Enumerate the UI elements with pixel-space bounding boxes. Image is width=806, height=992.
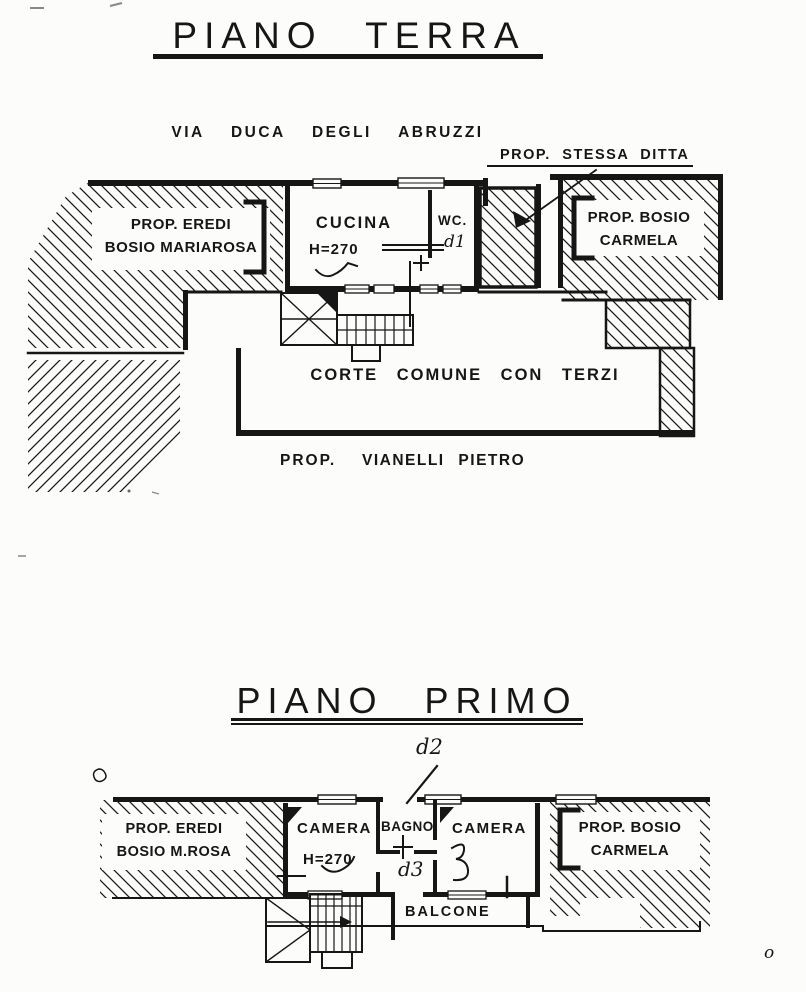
prop-bosio-carmela-label: PROP. BOSIO CARMELA: [587, 209, 691, 249]
hatch-step-1: [604, 298, 692, 350]
staircase-ground: [280, 292, 414, 362]
bagno-label: BAGNO: [381, 819, 434, 834]
window-marks: [312, 177, 445, 189]
cucina-label: CUCINA: [315, 214, 393, 232]
annotation-d2-leader: [405, 764, 439, 805]
hatch-stessa-ditta-block: [478, 186, 538, 289]
pen-squiggle-camera2: [450, 843, 470, 882]
door-window-marks-bottom: [344, 284, 462, 294]
prop-eredi-bosio-label: PROP. EREDI BOSIO MARIAROSA: [104, 216, 258, 256]
camera2-label: CAMERA: [452, 820, 527, 837]
camera1-height-label: H=270: [303, 851, 353, 868]
scan-specks: [18, 2, 160, 557]
title-underline: [153, 54, 543, 59]
prop-stessa-ditta-label: PROP. STESSA DITTA: [500, 147, 690, 163]
street-label: VIA DUCA DEGLI ABRUZZI: [171, 124, 484, 141]
annotation-d1: d1: [444, 232, 466, 252]
door-swing-corner-1: [288, 807, 302, 823]
door-swing-corner-2: [440, 807, 454, 823]
title-underline-pf-2: [231, 723, 583, 725]
balcone-label: BALCONE: [405, 904, 491, 920]
cucina-height-label: H=270: [309, 241, 359, 258]
annotation-d2: d2: [416, 735, 443, 759]
pen-squiggle-cucina: [314, 261, 359, 278]
courtyard-label: CORTE COMUNE CON TERZI: [310, 366, 620, 384]
title-underline-pf-1: [231, 718, 583, 721]
staircase-first: [265, 893, 363, 969]
pen-squiggle-camera1: [320, 855, 356, 873]
window-marks-pf: [317, 794, 597, 805]
stessa-ditta-underline: [487, 165, 693, 167]
wc-label: WC.: [438, 213, 468, 228]
first-floor-title: PIANO PRIMO: [236, 680, 578, 721]
hatch-step-2: [658, 346, 696, 438]
annotation-d3: d3: [398, 857, 424, 881]
south-prop-prefix: PROP.: [280, 452, 337, 469]
first-floor-drawing: [92, 764, 710, 969]
ground-floor-drawing: [26, 168, 723, 492]
hatch-lower-left: [28, 360, 180, 492]
bagno-fixture-mark: [393, 835, 413, 859]
prop-bosio-carmela-label-pf: PROP. BOSIO CARMELA: [578, 819, 682, 859]
stray-mark: o: [764, 943, 775, 963]
south-prop-name: VIANELLI PIETRO: [362, 452, 526, 469]
pen-squiggle-corner: [92, 768, 107, 783]
prop-eredi-bosio-label-pf: PROP. EREDI BOSIO M.ROSA: [116, 821, 232, 860]
wc-fixture-mark: [413, 255, 429, 271]
ground-floor-title: PIANO TERRA: [172, 15, 526, 56]
camera1-label: CAMERA: [297, 820, 372, 837]
